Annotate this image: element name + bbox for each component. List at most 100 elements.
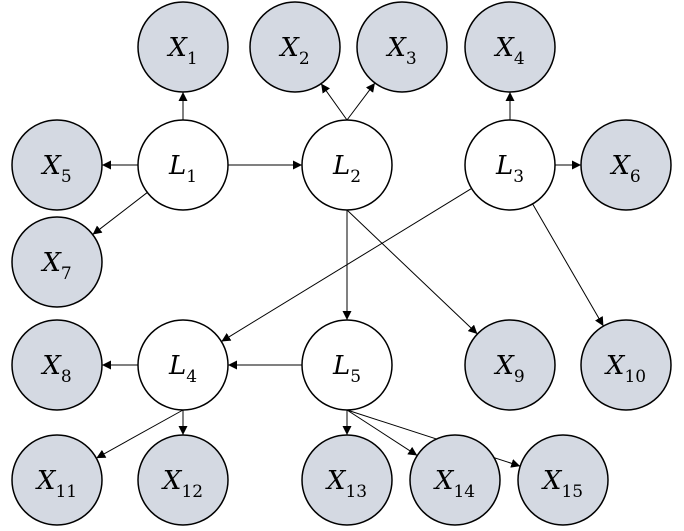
node-subscript: 5 [350,367,361,387]
node-label: L1 [168,151,197,187]
node-circle [137,319,229,411]
node-subscript: 2 [350,167,361,187]
node-circle [464,1,556,93]
node-letter: X [40,151,62,181]
node-circle [464,119,556,211]
node-letter: X [493,33,515,63]
node-subscript: 2 [299,49,310,69]
edge-l5-to-x14 [346,409,418,456]
edge-l3-to-x10 [532,203,604,327]
node-circle [11,119,103,211]
node-l5: L5 [301,319,393,411]
node-label: X4 [493,33,524,69]
node-letter: X [40,351,62,381]
node-subscript: 6 [630,167,641,187]
node-subscript: 10 [624,367,646,387]
node-x5: X5 [11,119,103,211]
node-letter: L [168,351,186,381]
node-x11: X11 [11,434,103,526]
node-subscript: 4 [514,49,525,69]
node-label: L2 [332,151,361,187]
node-subscript: 5 [61,167,72,187]
node-letter: L [168,151,186,181]
edge-l4-to-x11 [96,409,184,459]
node-label: L4 [168,351,197,387]
node-circle [249,1,341,93]
node-circle [301,319,393,411]
node-l1: L1 [137,119,229,211]
node-l2: L2 [301,119,393,211]
node-subscript: 15 [561,482,583,502]
node-x10: X10 [580,319,672,411]
node-circle [137,1,229,93]
edge-l2-to-x3 [346,82,376,121]
node-x6: X6 [580,119,672,211]
node-circle [137,434,229,526]
node-subscript: 9 [514,367,525,387]
node-x13: X13 [301,434,393,526]
node-letter: L [332,351,350,381]
node-circle [301,434,393,526]
node-circle [580,119,672,211]
node-circle [356,1,448,93]
node-label: X9 [493,351,524,387]
node-x4: X4 [464,1,556,93]
node-letter: X [604,351,626,381]
node-subscript: 12 [181,482,203,502]
node-label: X8 [40,351,71,387]
node-label: X3 [385,33,416,69]
node-x1: X1 [137,1,229,93]
node-circle [11,216,103,308]
node-letter: X [161,466,183,496]
node-label: X11 [35,466,77,502]
node-x8: X8 [11,319,103,411]
node-x3: X3 [356,1,448,93]
node-letter: X [40,248,62,278]
node-circle [137,119,229,211]
node-circle [11,319,103,411]
node-circle [409,434,501,526]
node-circle [11,434,103,526]
node-subscript: 13 [345,482,367,502]
node-label: X6 [609,151,640,187]
node-x9: X9 [464,319,556,411]
node-label: X13 [325,466,367,502]
node-label: X12 [161,466,203,502]
node-letter: X [278,33,300,63]
edge-l3-to-l4 [221,188,472,342]
node-label: X15 [541,466,583,502]
node-letter: X [385,33,407,63]
node-letter: X [325,466,347,496]
node-label: X5 [40,151,71,187]
node-letter: X [35,466,57,496]
edge-l2-to-x2 [320,83,348,121]
node-x14: X14 [409,434,501,526]
node-subscript: 1 [187,49,198,69]
node-circle [464,319,556,411]
edges-group [92,82,604,468]
node-x15: X15 [517,434,609,526]
node-label: X10 [604,351,646,387]
node-label: L3 [495,151,524,187]
node-subscript: 3 [513,167,524,187]
node-letter: X [166,33,188,63]
node-letter: X [493,351,515,381]
node-subscript: 3 [406,49,417,69]
node-letter: L [332,151,350,181]
node-subscript: 11 [55,482,77,502]
node-circle [301,119,393,211]
node-l3: L3 [464,119,556,211]
edge-l2-to-x9 [346,209,478,335]
node-label: X14 [433,466,475,502]
node-subscript: 14 [453,482,475,502]
node-letter: X [541,466,563,496]
node-label: L5 [332,351,361,387]
node-subscript: 1 [186,167,197,187]
node-x2: X2 [249,1,341,93]
node-label: X1 [166,33,197,69]
node-letter: X [433,466,455,496]
node-letter: L [495,151,513,181]
